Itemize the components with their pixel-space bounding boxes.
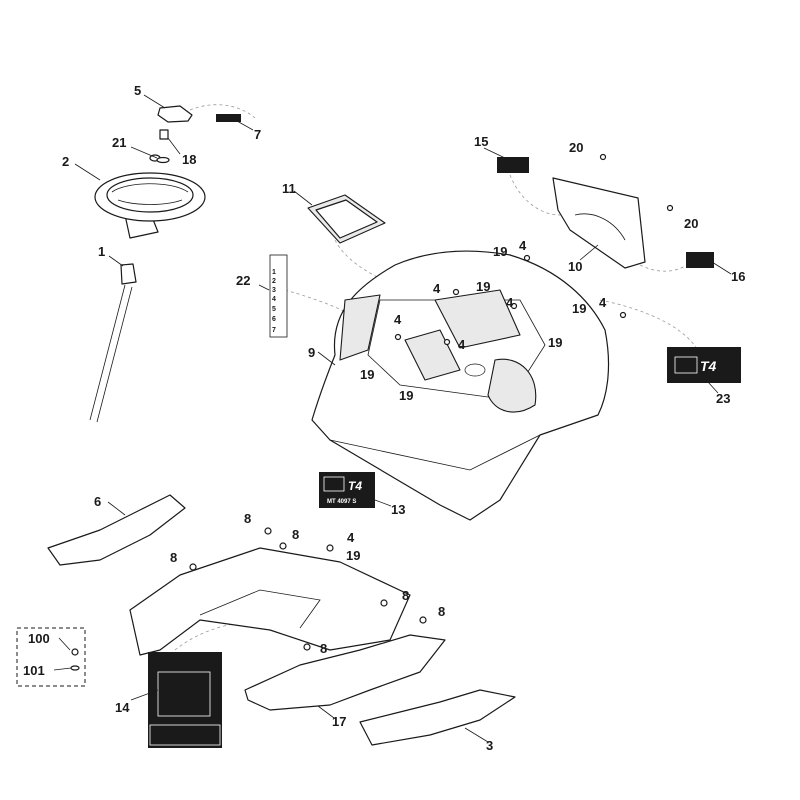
callout-8-f: 8 xyxy=(320,641,327,656)
logo-decal xyxy=(216,114,241,122)
steering-cap-and-fasteners xyxy=(156,105,193,164)
warning-decal-16 xyxy=(686,252,714,268)
callout-19-d: 19 xyxy=(548,335,562,350)
callout-19-b: 19 xyxy=(476,279,490,294)
sequence-decal: 1 2 3 4 5 6 7 xyxy=(269,254,288,338)
callout-19-a: 19 xyxy=(493,244,507,259)
seq-6: 6 xyxy=(272,316,276,323)
steering-shaft xyxy=(89,263,137,423)
seq-7: 7 xyxy=(272,327,276,334)
instruction-decal xyxy=(148,652,222,748)
callout-5: 5 xyxy=(134,83,141,98)
callout-16: 16 xyxy=(731,269,745,284)
callout-4-d: 4 xyxy=(599,295,607,310)
callout-4-g: 4 xyxy=(347,530,355,545)
floor-pan xyxy=(129,547,446,711)
callout-4-b: 4 xyxy=(433,281,441,296)
model-number-text: MT 4097 S xyxy=(327,499,356,505)
seq-4: 4 xyxy=(272,296,276,303)
callout-8-a: 8 xyxy=(244,511,251,526)
callout-8-d: 8 xyxy=(402,588,409,603)
callout-22: 22 xyxy=(236,273,250,288)
callout-3: 3 xyxy=(486,738,493,753)
callout-4-e: 4 xyxy=(394,312,402,327)
callout-8-c: 8 xyxy=(170,550,177,565)
callout-19-c: 19 xyxy=(572,301,586,316)
callout-19-f: 19 xyxy=(399,388,413,403)
callout-6: 6 xyxy=(94,494,101,509)
inspection-cover xyxy=(307,194,386,244)
seq-3: 3 xyxy=(272,287,276,294)
callout-14: 14 xyxy=(115,700,130,715)
callout-20-b: 20 xyxy=(684,216,698,231)
callout-13: 13 xyxy=(391,502,405,517)
callout-100: 100 xyxy=(28,631,50,646)
steering-wheel xyxy=(94,154,206,239)
rear-panel xyxy=(552,177,646,269)
callout-7: 7 xyxy=(254,127,261,142)
callout-19-g: 19 xyxy=(346,548,360,563)
callout-15: 15 xyxy=(474,134,488,149)
callout-20-a: 20 xyxy=(569,140,583,155)
callout-19-e: 19 xyxy=(360,367,374,382)
bolts xyxy=(189,153,674,651)
callout-8-e: 8 xyxy=(438,604,445,619)
callout-9: 9 xyxy=(308,345,315,360)
callout-4-a: 4 xyxy=(519,238,527,253)
callout-1: 1 xyxy=(98,244,105,259)
model-decal-small: T4 MT 4097 S xyxy=(319,472,375,508)
callout-4-c: 4 xyxy=(506,295,514,310)
model-decal-large: T4 xyxy=(667,347,741,383)
callout-4-f: 4 xyxy=(458,337,466,352)
callout-17: 17 xyxy=(332,714,346,729)
callout-10: 10 xyxy=(568,259,582,274)
footboard-right xyxy=(359,689,516,746)
callout-leaders xyxy=(53,94,732,743)
body-shell xyxy=(311,250,610,521)
callout-2: 2 xyxy=(62,154,69,169)
callout-11: 11 xyxy=(282,181,296,196)
callout-101: 101 xyxy=(23,663,45,678)
seq-5: 5 xyxy=(272,306,276,313)
seq-2: 2 xyxy=(272,278,276,285)
callout-23: 23 xyxy=(716,391,730,406)
callout-labels: 1 2 3 4 4 4 4 4 4 4 5 6 7 8 8 8 8 8 8 9 … xyxy=(23,83,745,753)
footboard-left xyxy=(47,494,186,566)
warning-decal-15 xyxy=(497,157,529,173)
callout-18: 18 xyxy=(182,152,196,167)
callout-21: 21 xyxy=(112,135,126,150)
callout-8-b: 8 xyxy=(292,527,299,542)
model-badge-small-text: T4 xyxy=(348,479,362,493)
model-badge-text: T4 xyxy=(700,358,717,374)
seq-1: 1 xyxy=(272,269,276,276)
